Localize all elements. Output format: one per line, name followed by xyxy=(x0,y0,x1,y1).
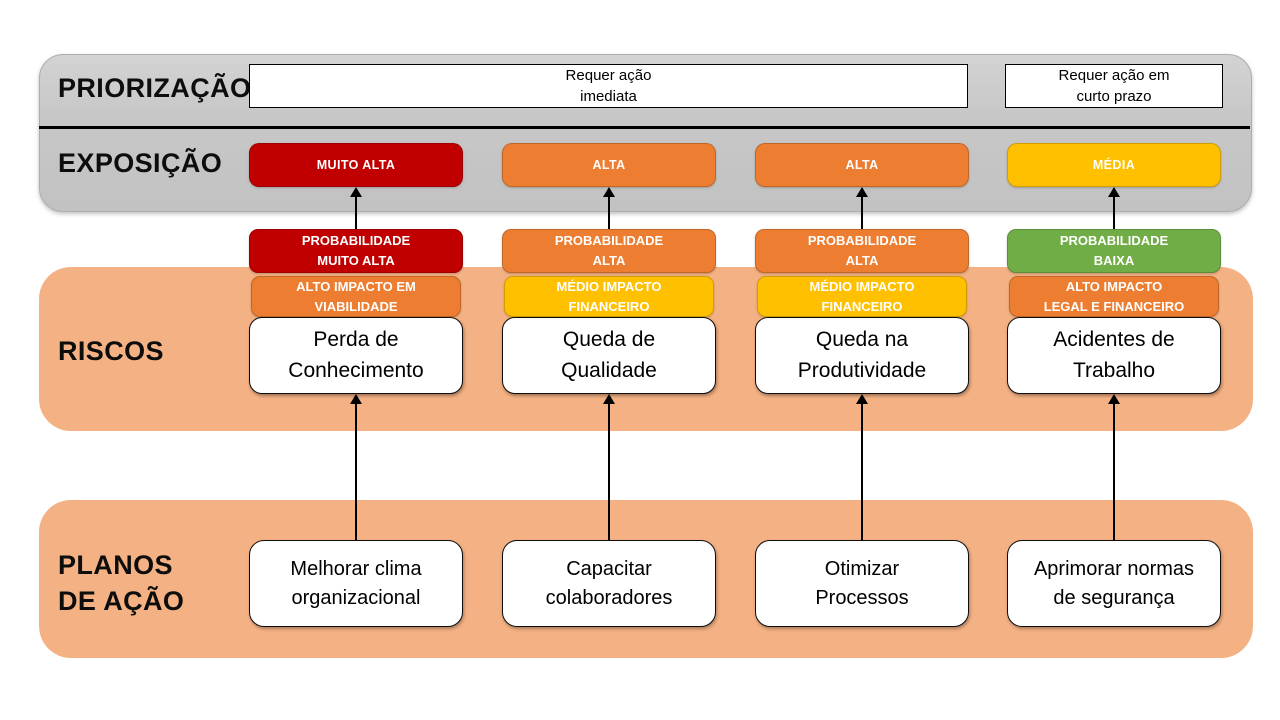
exposure-level-box: MÉDIA xyxy=(1007,143,1221,187)
arrow-up-icon xyxy=(856,187,868,230)
band-divider-line xyxy=(39,126,1250,129)
arrow-up-icon xyxy=(856,394,868,541)
impact-box: ALTO IMPACTO LEGAL E FINANCEIRO xyxy=(1009,276,1219,317)
impact-box: ALTO IMPACTO EM VIABILIDADE xyxy=(251,276,461,317)
probability-box: PROBABILIDADE BAIXA xyxy=(1007,229,1221,273)
risk-column-queda-na-produtividade: ALTA PROBABILIDADE ALTA MÉDIO IMPACTO FI… xyxy=(755,0,969,720)
arrow-up-icon xyxy=(603,394,615,541)
arrow-up-icon xyxy=(1108,187,1120,230)
exposition-label: EXPOSIÇÃO xyxy=(58,148,223,178)
arrow-up-icon xyxy=(350,187,362,230)
priority-short-term-action-box: Requer ação em curto prazo xyxy=(1005,64,1223,108)
action-plan-box: Melhorar clima organizacional xyxy=(249,540,463,627)
risk-column-acidentes-de-trabalho: MÉDIA PROBABILIDADE BAIXA ALTO IMPACTO L… xyxy=(1007,0,1221,720)
probability-box: PROBABILIDADE ALTA xyxy=(502,229,716,273)
action-plans-label: PLANOS DE AÇÃO xyxy=(58,550,185,617)
risk-name-box: Queda na Produtividade xyxy=(755,317,969,394)
risk-name-box: Acidentes de Trabalho xyxy=(1007,317,1221,394)
prioritization-label: PRIORIZAÇÃO xyxy=(58,73,252,103)
impact-box: MÉDIO IMPACTO FINANCEIRO xyxy=(504,276,714,317)
priority-immediate-action-box: Requer ação imediata xyxy=(249,64,968,108)
impact-box: MÉDIO IMPACTO FINANCEIRO xyxy=(757,276,967,317)
exposure-level-box: MUITO ALTA xyxy=(249,143,463,187)
action-plan-box: Capacitar colaboradores xyxy=(502,540,716,627)
arrow-up-icon xyxy=(603,187,615,230)
risk-column-queda-de-qualidade: ALTA PROBABILIDADE ALTA MÉDIO IMPACTO FI… xyxy=(502,0,716,720)
exposure-level-box: ALTA xyxy=(502,143,716,187)
probability-box: PROBABILIDADE ALTA xyxy=(755,229,969,273)
risk-column-perda-de-conhecimento: MUITO ALTA PROBABILIDADE MUITO ALTA ALTO… xyxy=(249,0,463,720)
action-plan-box: Aprimorar normas de segurança xyxy=(1007,540,1221,627)
risk-name-box: Perda de Conhecimento xyxy=(249,317,463,394)
risk-name-box: Queda de Qualidade xyxy=(502,317,716,394)
risks-label: RISCOS xyxy=(58,336,164,366)
probability-box: PROBABILIDADE MUITO ALTA xyxy=(249,229,463,273)
exposure-level-box: ALTA xyxy=(755,143,969,187)
arrow-up-icon xyxy=(350,394,362,541)
action-plan-box: Otimizar Processos xyxy=(755,540,969,627)
arrow-up-icon xyxy=(1108,394,1120,541)
